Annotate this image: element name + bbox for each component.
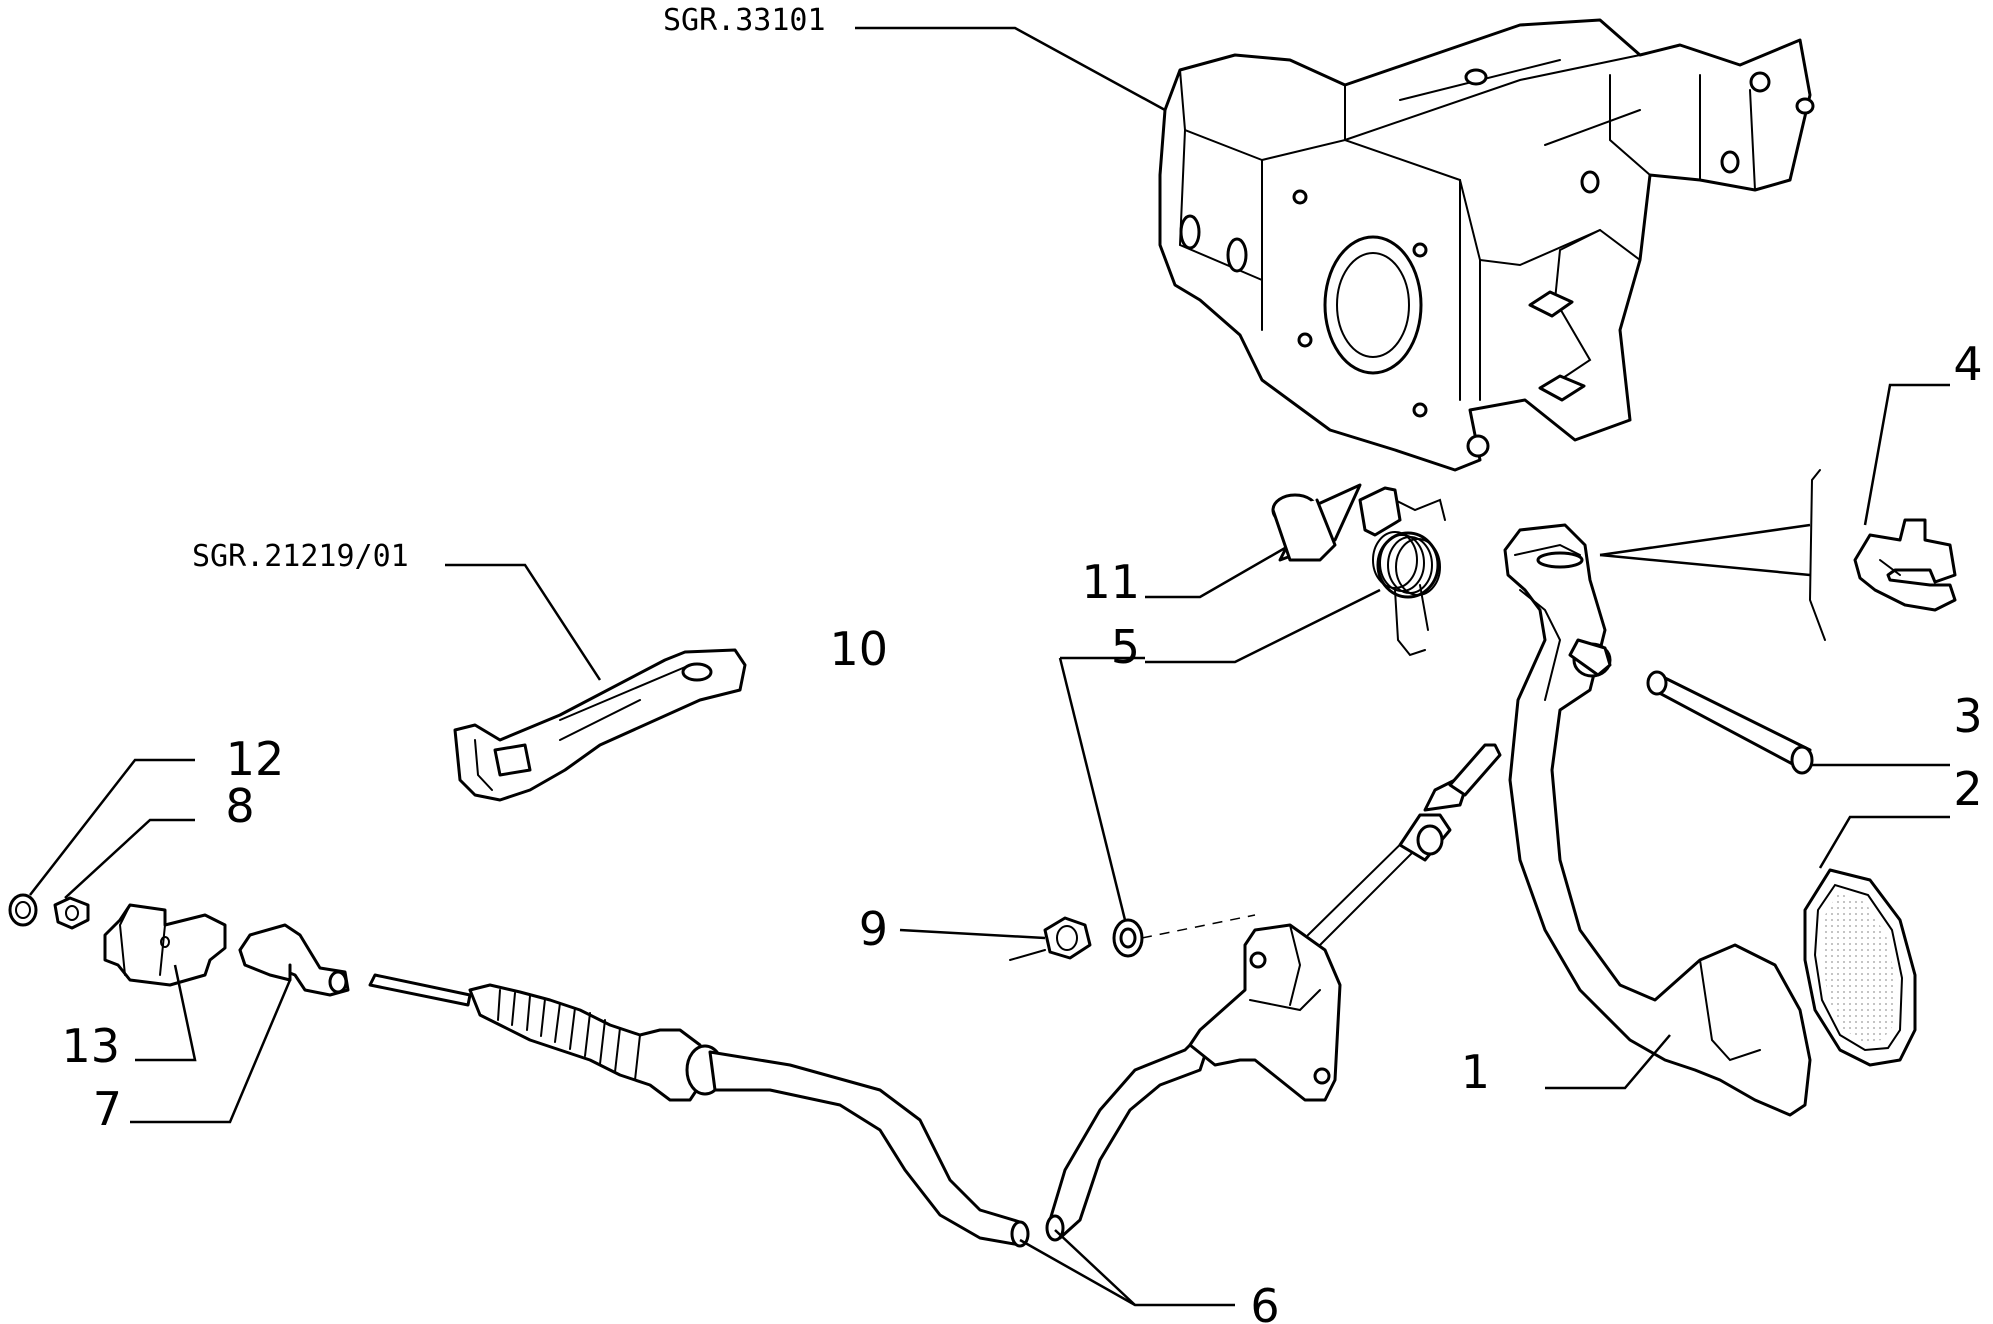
- callout-5: 5: [1111, 620, 1140, 674]
- retaining-clip: [1599, 469, 1957, 641]
- washer: [1112, 918, 1144, 958]
- pedal-pad-rubber: [1803, 868, 1917, 1067]
- pedal-bush: [1271, 483, 1402, 562]
- callout-13: 13: [61, 1019, 120, 1073]
- adjuster-bracket: [103, 903, 227, 987]
- assembly-axis-line: [1141, 914, 1256, 939]
- callout-8: 8: [225, 779, 254, 833]
- ref-body-frame: SGR.33101: [663, 3, 826, 38]
- small-bush: [8, 893, 38, 927]
- pedal-bracket-frame: [1158, 18, 1815, 472]
- clutch-pedal-arm: [1503, 523, 1812, 1117]
- clutch-cable: [368, 743, 1502, 1248]
- callout-11: 11: [1081, 555, 1140, 609]
- callout-3: 3: [1953, 689, 1982, 743]
- callout-9: 9: [859, 902, 888, 956]
- callout-6: 6: [1250, 1279, 1279, 1324]
- return-spring: [1372, 498, 1446, 657]
- cable-boot: [468, 983, 725, 1102]
- callout-2: 2: [1953, 762, 1982, 816]
- callout-10: 10: [829, 622, 888, 676]
- hex-nut: [1009, 916, 1092, 961]
- callout-12: 12: [226, 732, 285, 786]
- pedal-pivot-pin: [1646, 670, 1814, 775]
- callout-4: 4: [1953, 337, 1982, 391]
- callout-7: 7: [93, 1082, 122, 1136]
- callout-1: 1: [1461, 1045, 1490, 1099]
- cable-end-fitting: [238, 923, 350, 997]
- leader-lines: [29, 26, 1950, 1307]
- small-nut: [53, 896, 90, 930]
- ref-clutch-lever: SGR.21219/01: [192, 539, 409, 574]
- clutch-release-lever: [453, 648, 747, 802]
